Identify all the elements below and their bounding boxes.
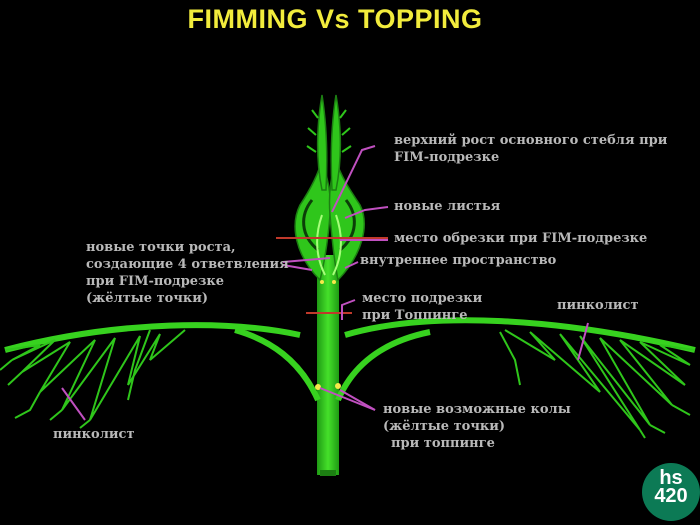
label-topping-cut-line1: место подрезки [362, 291, 483, 306]
label-new-colas-line2: (жёлтые точки) [383, 419, 506, 434]
label-new-leaves: новые листья [394, 199, 501, 214]
label-growth-points-line1: новые точки роста, [86, 240, 236, 255]
label-top-growth-line2: FIM-подрезке [394, 150, 500, 165]
label-growth-points-line2: создающие 4 ответвления [86, 257, 289, 272]
diagram-title: FIMMING Vs TOPPING [187, 4, 483, 34]
label-topping-cut-line2: при Топпинге [362, 308, 468, 323]
label-growth-points-line3: при FIM-подрезке [86, 274, 225, 289]
branch-right [335, 329, 431, 402]
hs420-logo: hs 420 [642, 463, 700, 521]
top-growth-cluster [294, 94, 365, 282]
label-fan-leaf-left: пинколист [53, 427, 135, 442]
yellow-points [315, 280, 341, 390]
label-growth-points-line4: (жёлтые точки) [86, 291, 209, 306]
label-inner-space: внутреннее пространство [360, 253, 557, 268]
label-top-growth-line1: верхний рост основного стебля при [394, 133, 668, 148]
label-new-colas-line3: при топпинге [391, 436, 495, 451]
fan-leaf-right [344, 317, 696, 439]
fan-leaf-left [0, 322, 301, 429]
label-fan-leaf-right: пинколист [557, 298, 639, 313]
label-fim-cut: место обрезки при FIM-подрезке [394, 231, 648, 246]
label-new-colas-line1: новые возможные колы [383, 402, 571, 417]
main-stem [317, 255, 339, 475]
branch-left [234, 327, 321, 402]
leader-lines [61, 145, 589, 421]
